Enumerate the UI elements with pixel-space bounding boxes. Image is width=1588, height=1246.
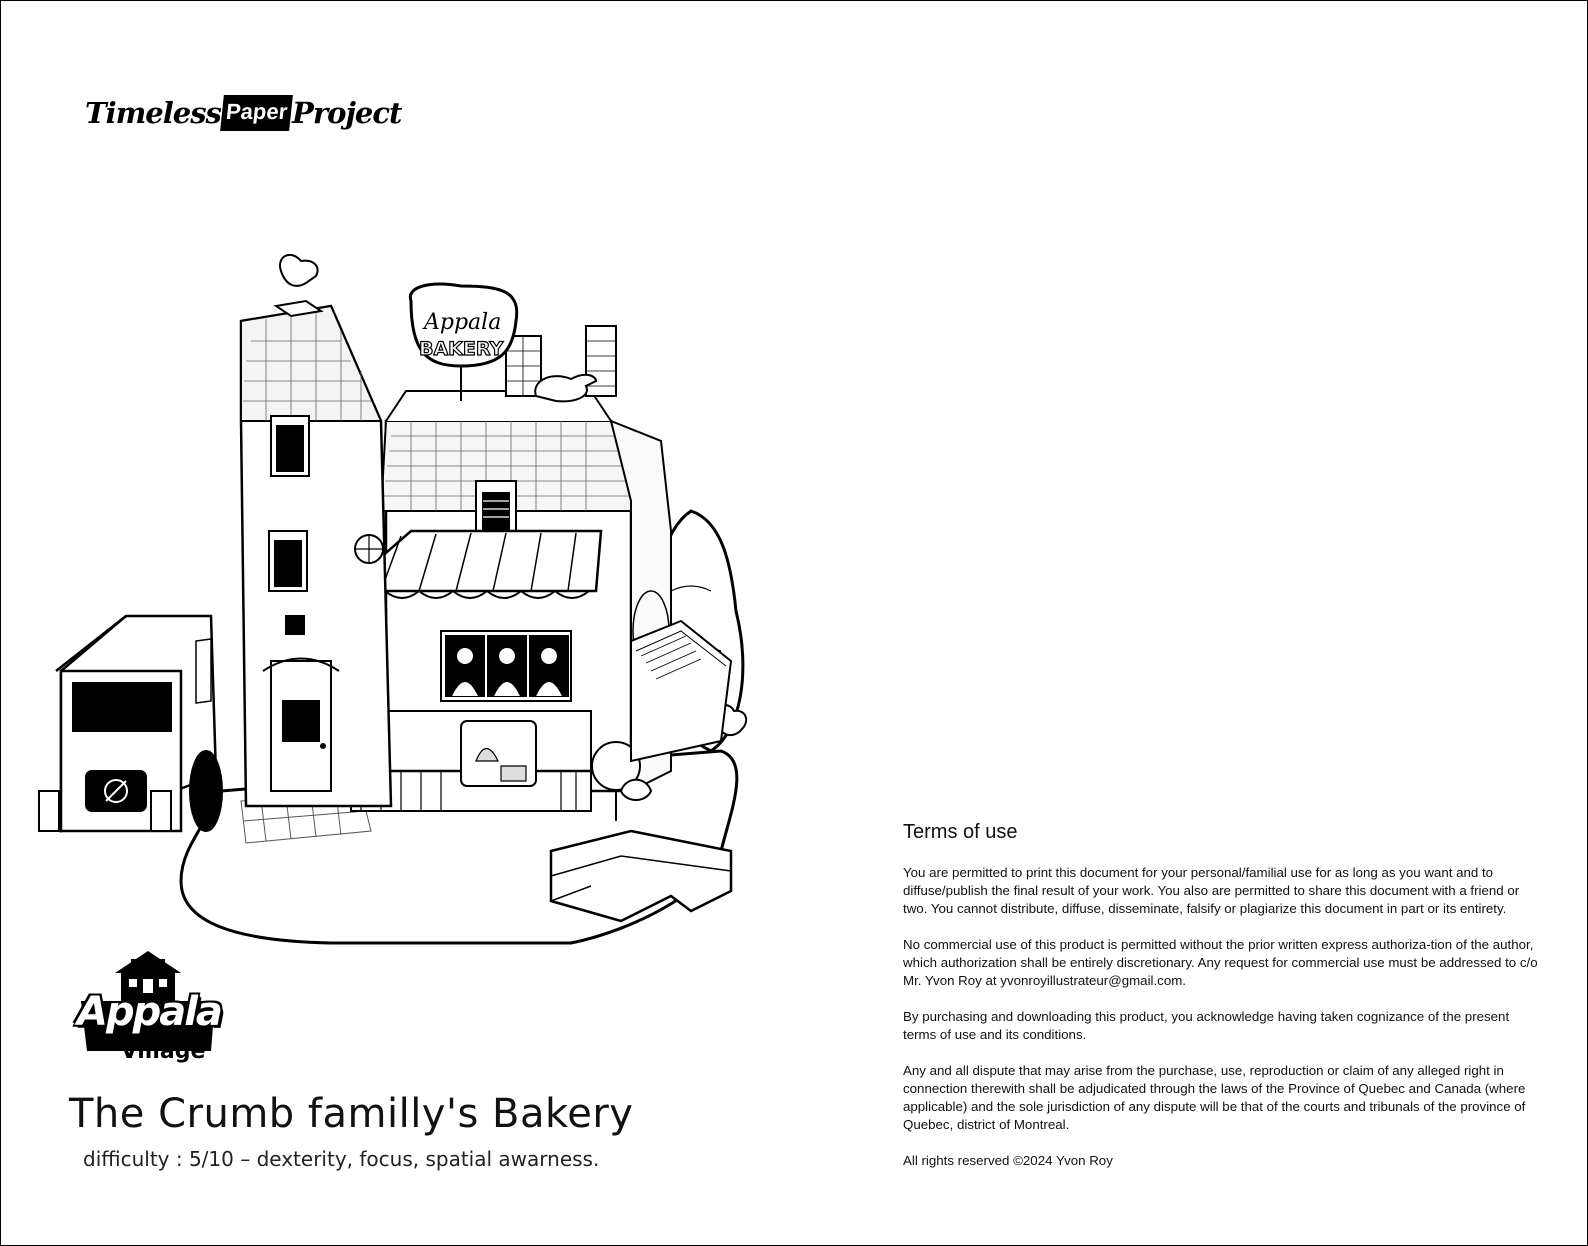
logo-word-village: Village xyxy=(120,1039,206,1064)
sign-line2: BAKERY xyxy=(419,338,503,360)
terms-paragraph: By purchasing and downloading this produ… xyxy=(903,1009,1510,1042)
terms-paragraph: No commercial use of this product is per… xyxy=(903,937,1538,988)
sign-line1: Appala xyxy=(422,310,501,335)
bakery-papercraft-illustration: Appala BAKERY xyxy=(38,253,748,945)
brand-logo-middle: Paper xyxy=(219,95,293,131)
brand-logo-right: Project xyxy=(292,96,402,130)
page-title: The Crumb familly's Bakery xyxy=(69,1091,634,1137)
page-subtitle: difficulty : 5/10 – dexterity, focus, sp… xyxy=(83,1147,600,1171)
terms-heading: Terms of use xyxy=(903,821,1018,843)
brand-logo: Timeless Paper Project xyxy=(85,87,402,139)
terms-of-use-section: Terms of use You are permitted to print … xyxy=(903,821,1543,1188)
brand-logo-left: Timeless xyxy=(85,96,222,130)
terms-paragraph: You are permitted to print this document… xyxy=(903,865,1520,916)
copyright-notice: All rights reserved ©2024 Yvon Roy xyxy=(903,1153,1113,1168)
appala-village-logo: Appala Village xyxy=(73,939,224,1079)
house-silhouette-icon xyxy=(81,951,215,1051)
logo-word-appala: Appala xyxy=(76,988,224,1036)
terms-paragraph: Any and all dispute that may arise from … xyxy=(903,1063,1526,1132)
